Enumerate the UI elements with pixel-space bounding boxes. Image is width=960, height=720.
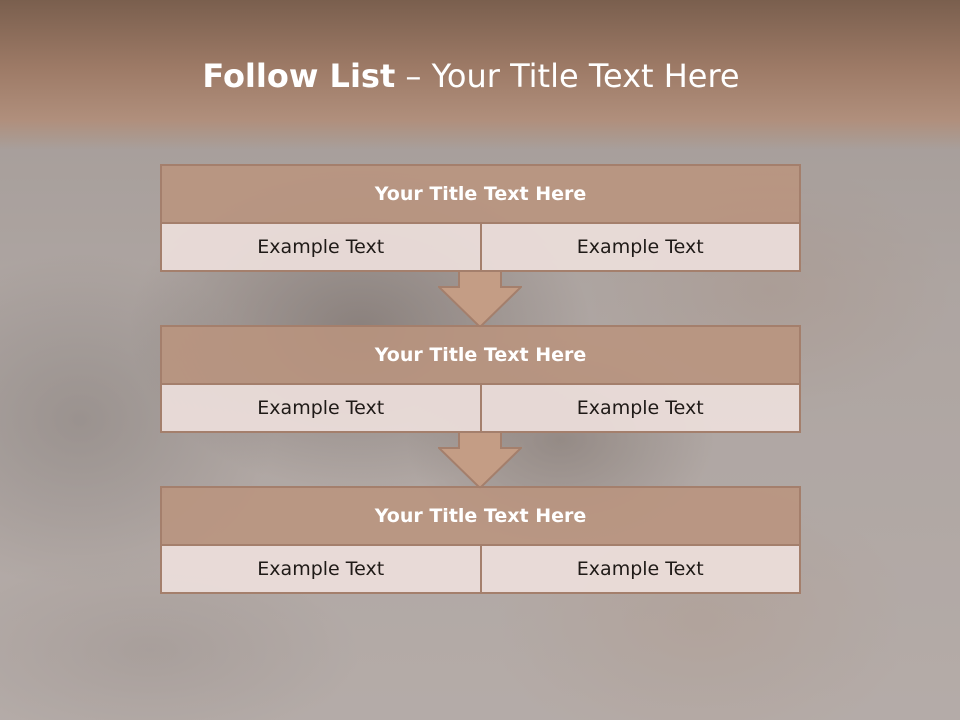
block-title: Your Title Text Here — [162, 166, 799, 224]
down-arrow-icon — [438, 431, 522, 489]
follow-block-1: Your Title Text Here Example Text Exampl… — [160, 164, 801, 272]
block-cell-right: Example Text — [479, 385, 800, 431]
block-cell-right: Example Text — [479, 224, 800, 270]
block-cell-left: Example Text — [257, 397, 385, 419]
follow-block-3: Your Title Text Here Example Text Exampl… — [160, 486, 801, 594]
slide-title-rest: – Your Title Text Here — [395, 57, 740, 95]
block-row: Example Text Example Text — [162, 385, 799, 431]
block-cell-right: Example Text — [479, 546, 800, 592]
down-arrow-icon — [438, 270, 522, 328]
slide-title-bold: Follow List — [202, 57, 396, 95]
title-band — [0, 0, 960, 150]
follow-block-2: Your Title Text Here Example Text Exampl… — [160, 325, 801, 433]
block-row: Example Text Example Text — [162, 546, 799, 592]
block-title: Your Title Text Here — [162, 488, 799, 546]
slide-title: Follow List – Your Title Text Here — [0, 52, 960, 100]
block-cell-left: Example Text — [257, 236, 385, 258]
block-title: Your Title Text Here — [162, 327, 799, 385]
block-cell-left: Example Text — [257, 558, 385, 580]
block-row: Example Text Example Text — [162, 224, 799, 270]
